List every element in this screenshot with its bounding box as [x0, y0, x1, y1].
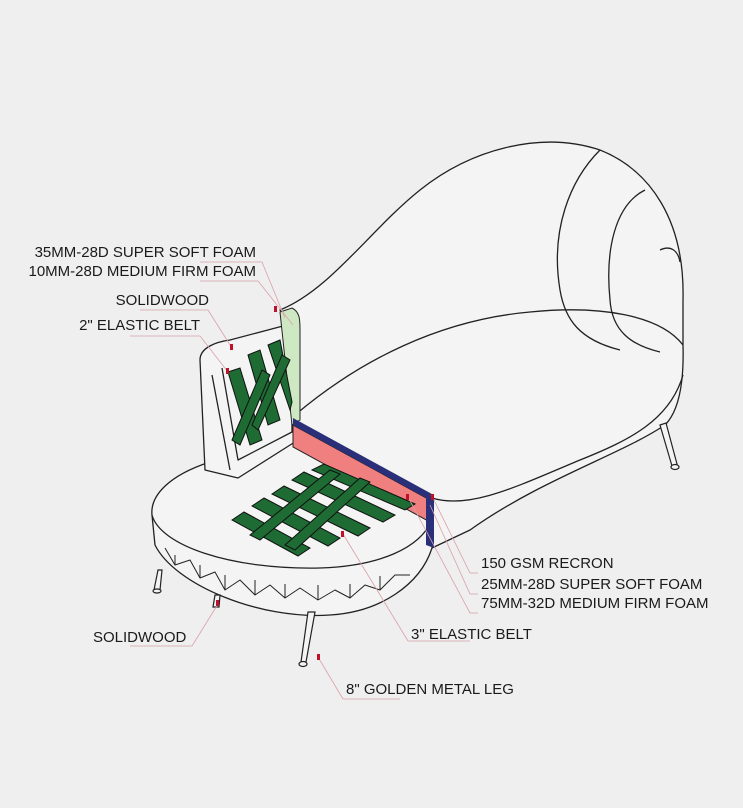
base-slats: [164, 547, 410, 601]
leg-front-left-foot: [152, 588, 162, 594]
back-seam-2: [608, 189, 661, 353]
chaise-front-line: [431, 374, 684, 502]
chaise-body: [279, 141, 684, 549]
label-recron: 150 GSM RECRON: [481, 555, 614, 572]
label-back-firm-foam: 10MM-28D MEDIUM FIRM FOAM: [28, 263, 256, 280]
callout-markers: [216, 306, 434, 660]
seat-recron-end: [426, 494, 434, 548]
leg-back-right-foot: [670, 463, 680, 471]
back-belt-cross-2: [251, 354, 291, 431]
label-back-soft-foam: 35MM-28D SUPER SOFT FOAM: [34, 244, 256, 261]
seat-belt-cross-2: [284, 477, 371, 551]
leg-front-mid-foot: [298, 660, 308, 668]
label-metal-leg: 8" GOLDEN METAL LEG: [346, 681, 514, 698]
leg-back-right: [659, 422, 678, 467]
label-seat-soft-foam: 25MM-28D SUPER SOFT FOAM: [481, 576, 703, 593]
label-back-solidwood: SOLIDWOOD: [115, 292, 209, 309]
label-back-elastic-belt: 2" ELASTIC BELT: [79, 317, 200, 334]
back-belt-cross-1: [231, 369, 271, 446]
seat-belt-cross-1: [249, 469, 341, 541]
label-base-solidwood: SOLIDWOOD: [93, 629, 187, 646]
label-seat-elastic-belt: 3" ELASTIC BELT: [411, 626, 532, 643]
back-seam-1: [556, 149, 621, 351]
chaise-seat-line: [294, 309, 684, 416]
label-seat-firm-foam: 75MM-32D MEDIUM FIRM FOAM: [481, 595, 709, 612]
seat-recron: [293, 418, 430, 500]
back-seam-3: [659, 247, 681, 263]
leg-front-mid: [300, 611, 316, 663]
leader-lines: [130, 261, 478, 700]
leg-front-left: [153, 569, 163, 591]
back-foam-layer: [279, 307, 301, 426]
